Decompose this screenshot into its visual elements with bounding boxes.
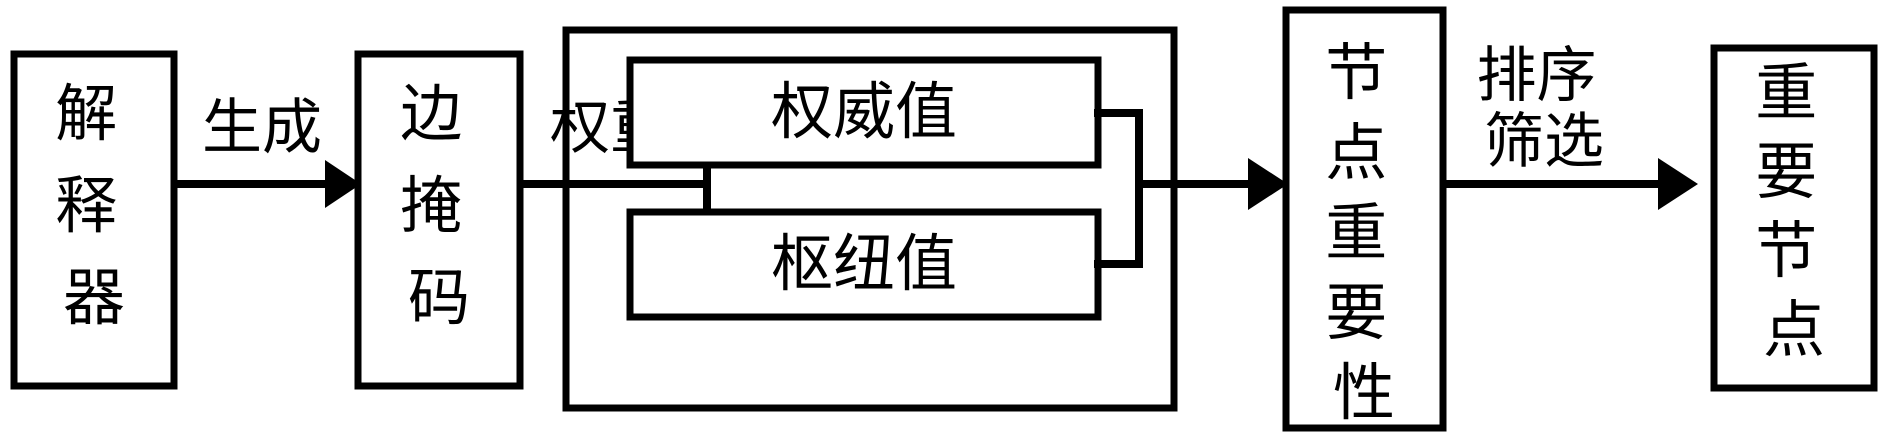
edge-generate-label: 生成 bbox=[202, 95, 322, 161]
node-important-nodes-box bbox=[1710, 44, 1878, 392]
node-authority-value-label: 权威值 bbox=[771, 79, 957, 147]
edge-generate: 生成 bbox=[177, 95, 361, 208]
node-interpreter-label: 解 释 器 bbox=[55, 81, 133, 333]
node-important-nodes-label: 重 要 节 点 bbox=[1755, 60, 1833, 365]
node-interpreter[interactable]: 解 释 器 bbox=[10, 50, 178, 390]
node-edge-mask[interactable]: 边 掩 码 bbox=[354, 50, 524, 390]
node-authority-value[interactable]: 权威值 bbox=[626, 56, 1102, 169]
node-important-nodes[interactable]: 重 要 节 点 bbox=[1710, 44, 1878, 392]
node-hub-value-label: 枢纽值 bbox=[771, 231, 957, 299]
node-node-importance[interactable]: 节 点 重 要 性 bbox=[1282, 6, 1447, 432]
node-edge-mask-box bbox=[354, 50, 524, 390]
node-hub-value[interactable]: 枢纽值 bbox=[626, 208, 1102, 321]
edge-merge-bracket bbox=[1094, 109, 1288, 268]
node-node-importance-box bbox=[1282, 6, 1447, 432]
group-hits-container bbox=[562, 26, 1178, 412]
node-edge-mask-label: 边 掩 码 bbox=[400, 81, 478, 333]
edge-rank-filter: 排序 筛选 bbox=[1443, 43, 1698, 210]
node-interpreter-box bbox=[10, 50, 178, 390]
edge-rank-filter-arrowhead bbox=[1658, 158, 1698, 210]
edge-generate-arrowhead bbox=[325, 160, 361, 208]
edge-merge-arrowhead bbox=[1248, 158, 1288, 210]
edge-rank-filter-label: 排序 筛选 bbox=[1477, 43, 1612, 175]
node-node-importance-label: 节 点 重 要 性 bbox=[1325, 40, 1403, 428]
